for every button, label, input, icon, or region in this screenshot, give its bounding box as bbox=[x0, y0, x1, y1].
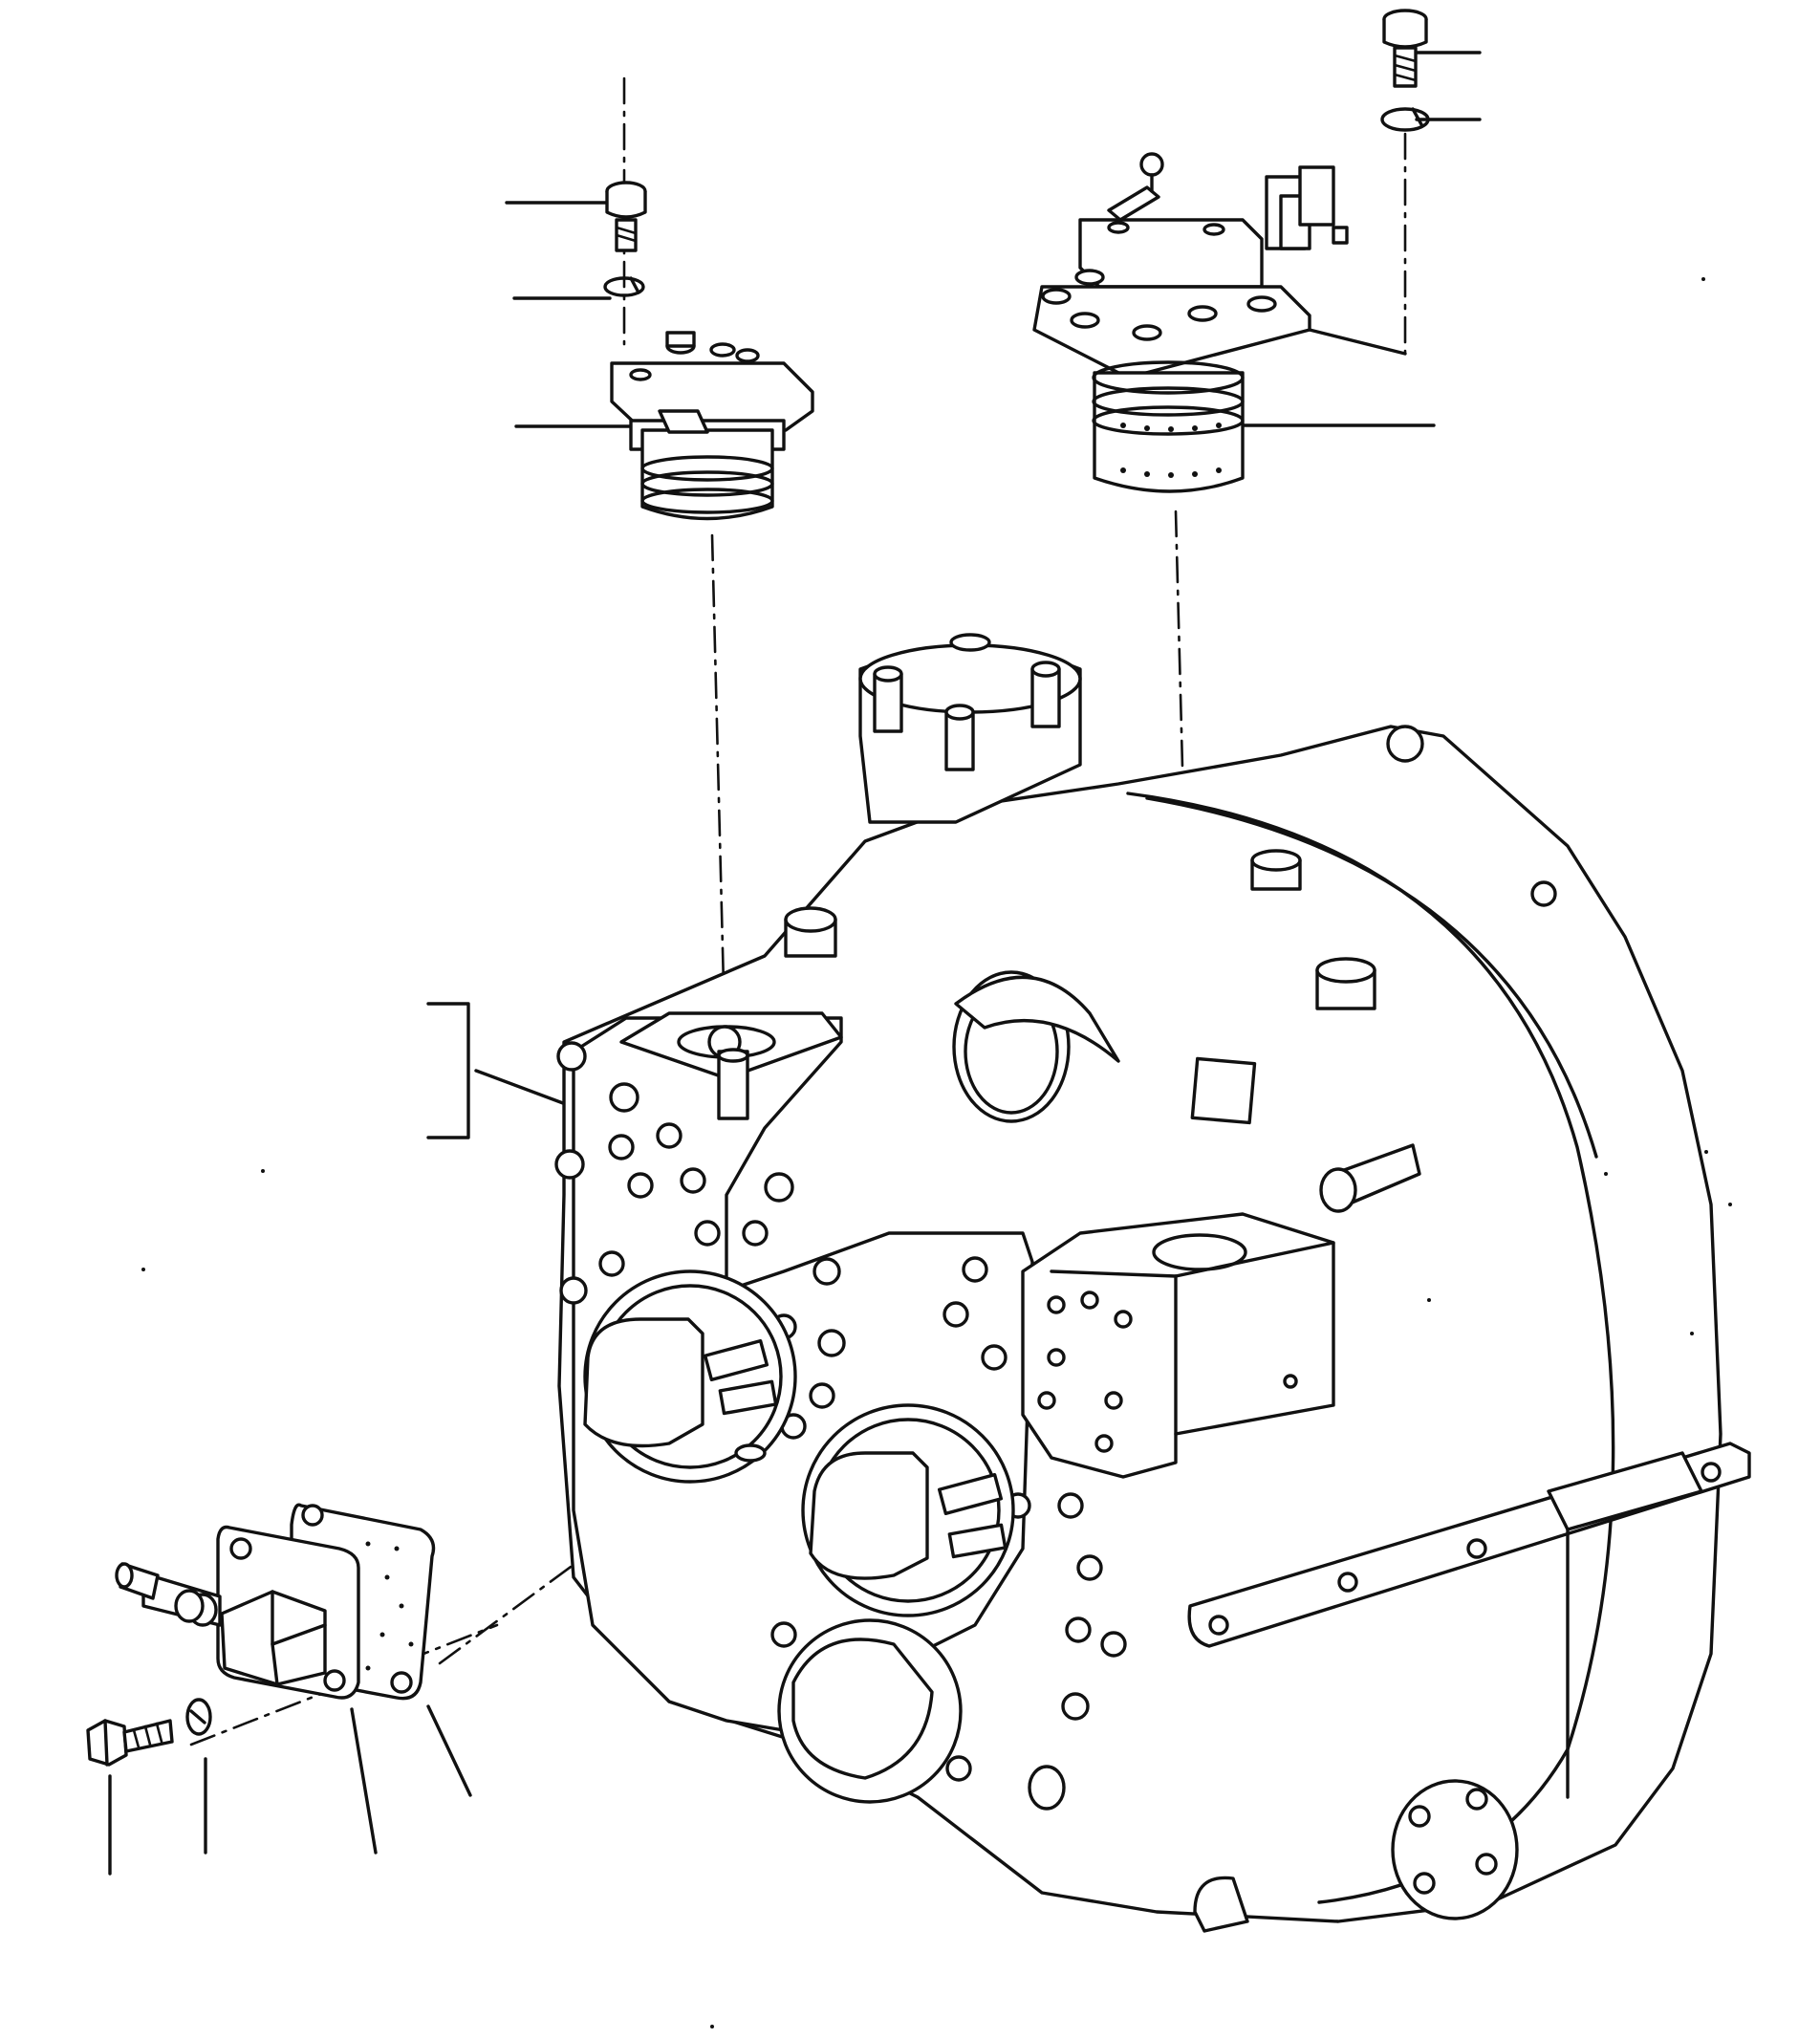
capscrew-right-icon bbox=[1382, 9, 1428, 88]
lockwasher-right-icon bbox=[1380, 107, 1430, 132]
front-plate-bolts bbox=[554, 1041, 1127, 1782]
leader-line-gasket bbox=[426, 1704, 472, 1797]
bracket-group bbox=[426, 1002, 470, 1139]
bottom-cover bbox=[1391, 1779, 1519, 1920]
scan-specks bbox=[141, 277, 1732, 2028]
leader-line-bracket bbox=[474, 1069, 580, 1111]
right-valve-assembly bbox=[1032, 9, 1430, 493]
nameplate bbox=[1190, 1056, 1257, 1125]
left-valve-assembly bbox=[603, 181, 814, 521]
lockwasher-left-icon bbox=[603, 276, 645, 297]
capscrew-left-icon bbox=[605, 181, 647, 252]
leader-line-sensor bbox=[350, 1707, 378, 1855]
valve-right-icon bbox=[1032, 152, 1407, 493]
valve-left-icon bbox=[610, 331, 814, 521]
lockwasher-small-icon bbox=[185, 1698, 212, 1736]
sensor-group bbox=[86, 1503, 436, 1767]
transmission-housing bbox=[554, 633, 1751, 1933]
leader-lines bbox=[108, 51, 1482, 1876]
centerline-sensor-lower bbox=[189, 1623, 499, 1746]
hex-bolt-icon bbox=[86, 1719, 174, 1767]
